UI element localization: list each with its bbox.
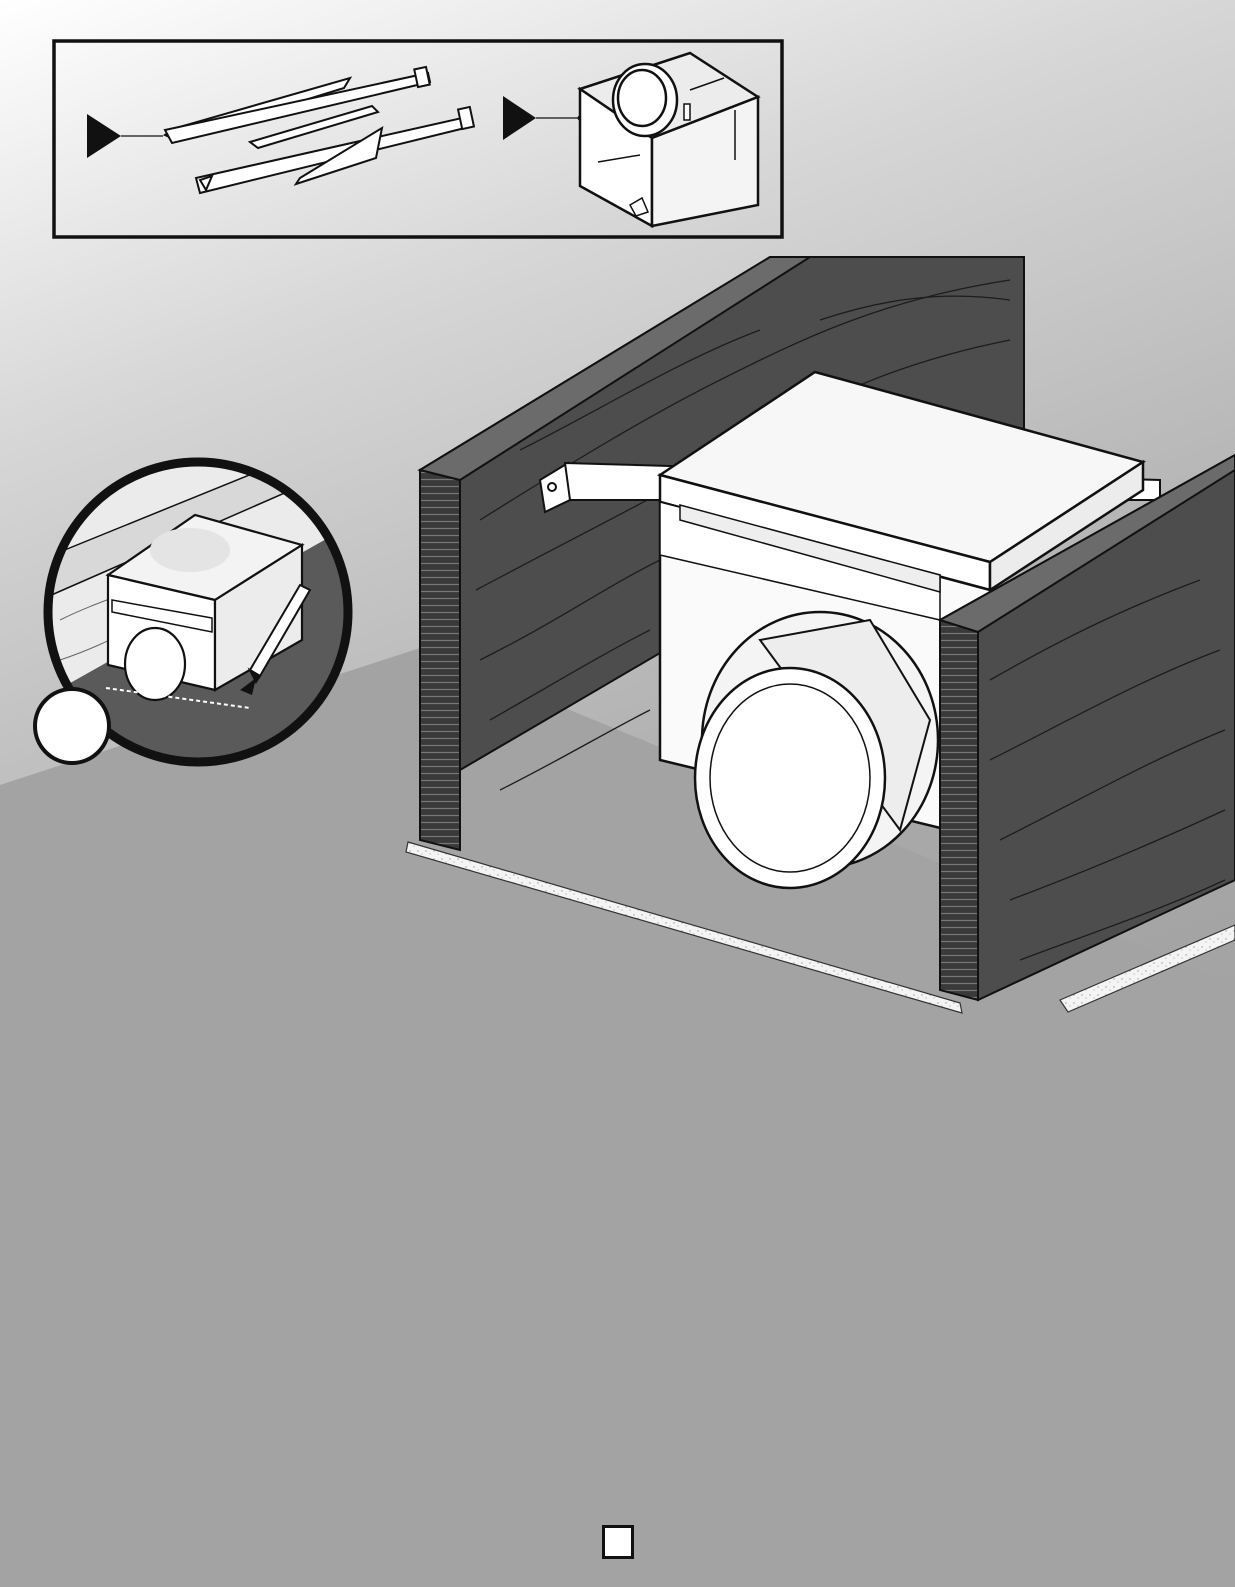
fan-housing-icon — [580, 53, 758, 226]
step-label-mark-outline — [35, 689, 109, 763]
page-number-box — [602, 1525, 634, 1559]
hanger-bars-icon — [165, 67, 474, 193]
triangle-pointer-icon — [503, 96, 536, 140]
step-label-secure-to-joist — [1113, 1213, 1187, 1287]
parts-panel — [54, 41, 782, 237]
step-label-connect-duct — [659, 1213, 733, 1287]
step-label-attach-hanger-bars — [255, 1213, 329, 1287]
triangle-pointer-icon — [87, 114, 121, 158]
step-label-tape-duct — [711, 1431, 785, 1505]
step-label-mark-keyhole — [1115, 1431, 1189, 1505]
step-label-cut-opening — [160, 903, 234, 977]
